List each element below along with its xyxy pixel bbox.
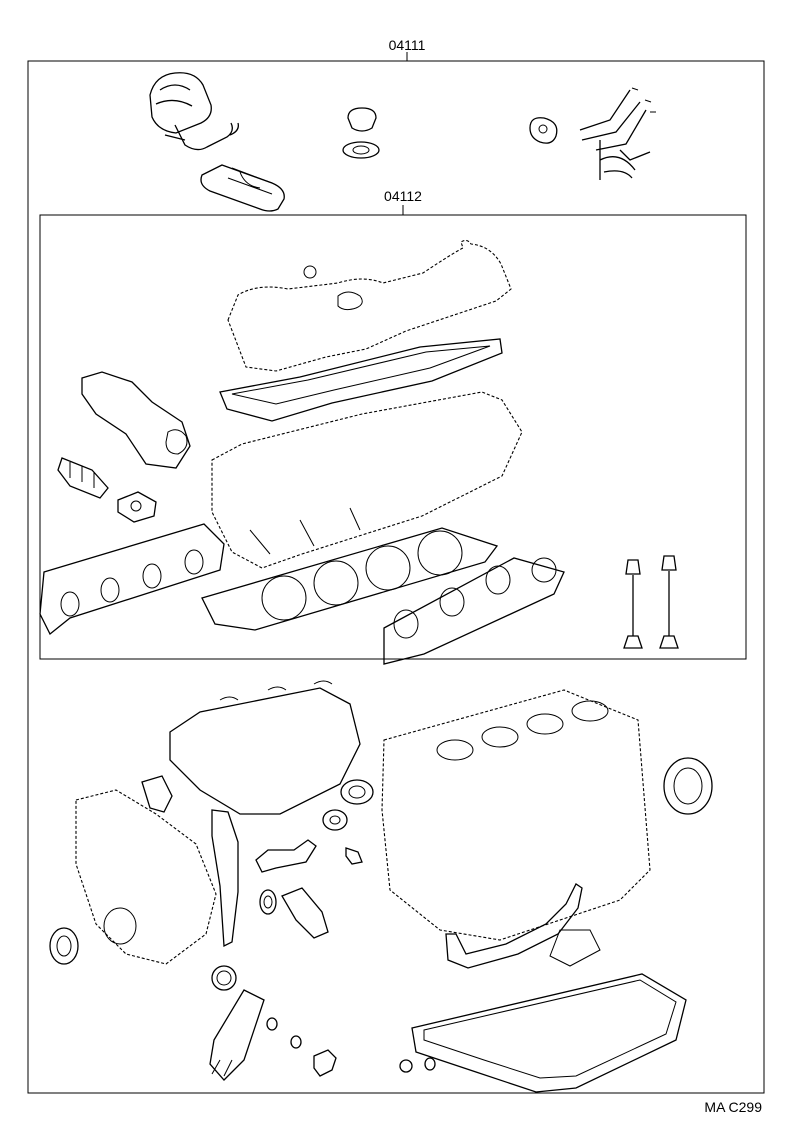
fuel-pump-part xyxy=(149,72,239,151)
valve-stem-seal-left xyxy=(623,559,643,649)
timing-cover-gasket xyxy=(141,775,239,948)
vacuum-hose-bundle xyxy=(579,87,656,180)
oil-pan xyxy=(411,973,687,1093)
small-seal-ring xyxy=(259,889,277,915)
oil-pump-shaft-part xyxy=(281,887,329,939)
inner-kit-frame xyxy=(39,205,747,660)
front-oil-seal xyxy=(49,927,79,965)
exhaust-port-seal-ring xyxy=(340,779,374,805)
outer-kit-callout: 04111 xyxy=(389,37,426,53)
oil-strainer-pipe xyxy=(445,883,601,969)
water-inlet-part xyxy=(255,839,317,873)
intake-manifold-gasket xyxy=(39,523,225,636)
thermostat-part xyxy=(57,457,109,499)
cylinder-head xyxy=(211,391,523,569)
timing-cover xyxy=(75,789,217,965)
valve-stem-seal-right xyxy=(659,555,679,649)
figure-code: MA C299 xyxy=(704,1099,762,1115)
oil-filler-cap xyxy=(342,107,380,159)
exhaust-port-seal-ring-small xyxy=(322,809,348,831)
valve-cover xyxy=(227,239,512,372)
drain-plug-washer-a xyxy=(266,1017,278,1031)
exhaust-manifold-gasket xyxy=(383,557,565,665)
small-clip-part xyxy=(345,847,363,865)
water-outlet-housing xyxy=(81,371,191,469)
outer-kit-frame xyxy=(27,52,765,1094)
oil-pan-drain-plug xyxy=(399,1057,436,1073)
oil-filter xyxy=(209,989,265,1081)
rear-oil-seal xyxy=(663,757,713,815)
valve-cover-gasket xyxy=(219,338,503,422)
head-gasket xyxy=(201,527,499,631)
oil-pressure-switch xyxy=(313,1049,337,1077)
small-gasket-oval xyxy=(529,117,558,144)
manifold-assembly xyxy=(169,680,361,815)
fuel-pump-gasket-set xyxy=(200,164,285,212)
inner-kit-callout: 04112 xyxy=(384,188,422,204)
drain-plug-washer-b xyxy=(290,1035,302,1049)
cylinder-block xyxy=(381,689,651,941)
small-flange-gasket xyxy=(117,491,157,523)
distributor-o-ring xyxy=(211,965,237,991)
